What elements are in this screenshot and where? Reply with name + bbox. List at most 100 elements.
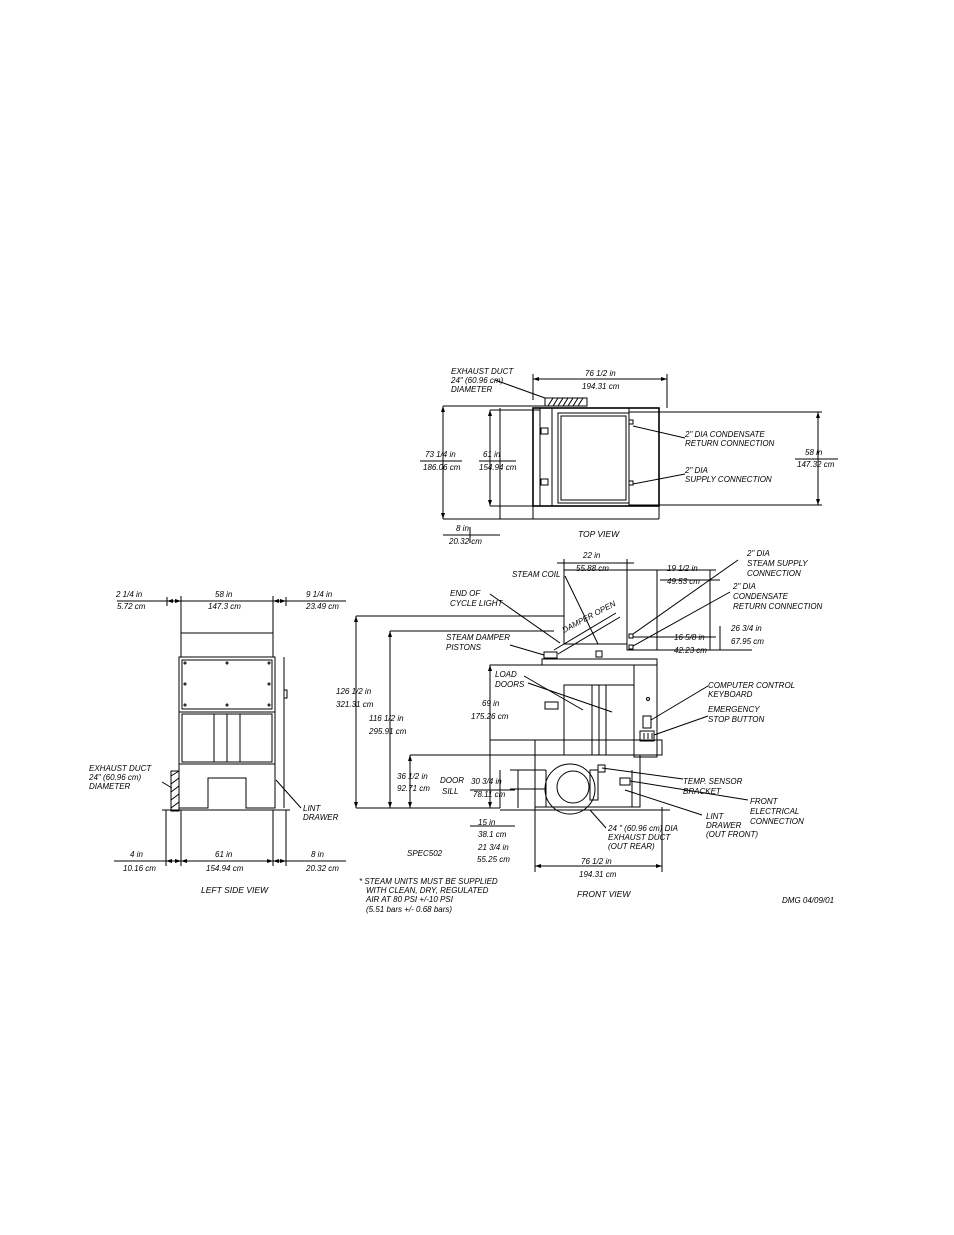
note-line-3: AIR AT 80 PSI +/-10 PSI bbox=[365, 895, 454, 904]
top-width-in: 76 1/2 in bbox=[585, 369, 616, 378]
top-depth-right-in: 58 in bbox=[805, 448, 823, 457]
lint-3: (OUT FRONT) bbox=[706, 830, 758, 839]
pistons-1: STEAM DAMPER bbox=[446, 633, 510, 642]
computer-keyboard bbox=[642, 715, 652, 729]
front-view: 22 in 55.88 cm STEAM COIL END OF CYCLE L… bbox=[336, 549, 823, 899]
top-width-cm: 194.31 cm bbox=[582, 382, 620, 391]
steam-supply-3: CONNECTION bbox=[747, 569, 801, 578]
top-depth-total-cm: 186.06 cm bbox=[423, 463, 461, 472]
h15-in: 15 in bbox=[478, 818, 496, 827]
side-exhaust-duct bbox=[170, 770, 180, 812]
top-return-conn-1: 2" DIA CONDENSATE bbox=[684, 430, 765, 439]
side-bot-mid-cm: 154.94 cm bbox=[206, 864, 244, 873]
side-bot-right-in: 8 in bbox=[311, 850, 324, 859]
h30-in: 30 3/4 in bbox=[471, 777, 502, 786]
top-view-coil bbox=[557, 412, 630, 504]
h30-cm: 78.11 cm bbox=[473, 790, 506, 799]
d26-cm: 67.95 cm bbox=[731, 637, 764, 646]
h36-in: 36 1/2 in bbox=[397, 772, 428, 781]
end-cycle-2: CYCLE LIGHT bbox=[450, 599, 504, 608]
top-exhaust-label-2: 24" (60.96 cm) bbox=[450, 376, 504, 385]
cond-return-2: CONDENSATE bbox=[733, 592, 789, 601]
top-view-coil-inner bbox=[560, 415, 627, 501]
lint-2: DRAWER bbox=[706, 821, 742, 830]
emergency-stop bbox=[639, 730, 655, 742]
d16-cm: 42.23 cm bbox=[674, 646, 707, 655]
side-bot-left-cm: 10.16 cm bbox=[123, 864, 156, 873]
front-elec-3: CONNECTION bbox=[750, 817, 804, 826]
computer-1: COMPUTER CONTROL bbox=[708, 681, 795, 690]
h21-in: 21 3/4 in bbox=[477, 843, 509, 852]
spec-code: SPEC502 bbox=[407, 849, 443, 858]
d26-in: 26 3/4 in bbox=[730, 624, 762, 633]
h116-in: 116 1/2 in bbox=[369, 714, 404, 723]
side-bot-left-in: 4 in bbox=[130, 850, 143, 859]
side-top-mid-in: 58 in bbox=[215, 590, 233, 599]
note-line-4: (5.51 bars +/- 0.68 bars) bbox=[366, 905, 452, 914]
top-view-caption: TOP VIEW bbox=[578, 529, 620, 539]
door-sill-1: DOOR bbox=[440, 776, 464, 785]
h126-in: 126 1/2 in bbox=[336, 687, 372, 696]
side-bot-right-cm: 20.32 cm bbox=[305, 864, 339, 873]
top-supply-conn-2: SUPPLY CONNECTION bbox=[685, 475, 772, 484]
side-bot-mid-in: 61 in bbox=[215, 850, 233, 859]
d19-in: 19 1/2 in bbox=[667, 564, 698, 573]
lint-1: LINT bbox=[706, 812, 724, 821]
drawn-by: DMG 04/09/01 bbox=[782, 896, 834, 905]
front-width-cm: 194.31 cm bbox=[579, 870, 617, 879]
h21-cm: 55.25 cm bbox=[477, 855, 510, 864]
pistons-2: PISTONS bbox=[446, 643, 482, 652]
end-cycle-1: END OF bbox=[450, 589, 481, 598]
emergency-1: EMERGENCY bbox=[708, 705, 760, 714]
steam-supply-2: STEAM SUPPLY bbox=[747, 559, 808, 568]
side-top-left-cm: 5.72 cm bbox=[117, 602, 146, 611]
h126-cm: 321.31 cm bbox=[336, 700, 374, 709]
front-top-w-cm: 55.88 cm bbox=[576, 564, 609, 573]
top-return-conn-2: RETURN CONNECTION bbox=[685, 439, 775, 448]
top-exhaust-duct bbox=[544, 397, 588, 407]
d16-in: 16 5/8 in bbox=[674, 633, 705, 642]
top-offset-in: 8 in bbox=[456, 524, 469, 533]
front-width-in: 76 1/2 in bbox=[581, 857, 612, 866]
h69-in: 69 in bbox=[482, 699, 500, 708]
temp-2: BRACKET bbox=[683, 787, 722, 796]
exhaust-1: 24 " (60.96 cm) DIA bbox=[607, 824, 678, 833]
top-supply-conn-1: 2" DIA bbox=[684, 466, 708, 475]
side-top-left-in: 2 1/4 in bbox=[115, 590, 143, 599]
top-view-body bbox=[532, 407, 660, 507]
front-top-stack bbox=[563, 569, 628, 645]
side-lint-2: DRAWER bbox=[303, 813, 339, 822]
side-top-right-in: 9 1/4 in bbox=[306, 590, 333, 599]
note-line-2: WITH CLEAN, DRY, REGULATED bbox=[366, 886, 489, 895]
exhaust-3: (OUT REAR) bbox=[608, 842, 655, 851]
h69-cm: 175.26 cm bbox=[471, 712, 509, 721]
top-exhaust-label-3: DIAMETER bbox=[451, 385, 493, 394]
computer-2: KEYBOARD bbox=[708, 690, 753, 699]
top-offset-cm: 20.32 cm bbox=[448, 537, 482, 546]
left-side-view: 2 1/4 in 5.72 cm 58 in 147.3 cm 9 1/4 in… bbox=[88, 590, 346, 895]
side-lint-1: LINT bbox=[303, 804, 321, 813]
top-depth-total-in: 73 1/4 in bbox=[425, 450, 456, 459]
h36-cm: 92.71 cm bbox=[397, 784, 430, 793]
cond-return-1: 2" DIA bbox=[732, 582, 756, 591]
h15-cm: 38.1 cm bbox=[478, 830, 507, 839]
top-depth-body-in: 61 in bbox=[483, 450, 501, 459]
side-view-caption: LEFT SIDE VIEW bbox=[201, 885, 269, 895]
damper-piston bbox=[543, 651, 558, 659]
side-exhaust-2: 24" (60.96 cm) bbox=[88, 773, 142, 782]
h116-cm: 295.91 cm bbox=[368, 727, 407, 736]
emergency-2: STOP BUTTON bbox=[708, 715, 765, 724]
top-depth-right-cm: 147.32 cm bbox=[797, 460, 835, 469]
steam-supply-1: 2" DIA bbox=[746, 549, 770, 558]
load-doors-2: DOORS bbox=[495, 680, 525, 689]
cond-return-3: RETURN CONNECTION bbox=[733, 602, 823, 611]
front-elec-1: FRONT bbox=[750, 797, 779, 806]
note-line-1: * STEAM UNITS MUST BE SUPPLIED bbox=[359, 877, 498, 886]
steam-coil-label: STEAM COIL bbox=[512, 570, 560, 579]
temp-1: TEMP. SENSOR bbox=[683, 777, 743, 786]
side-exhaust-3: DIAMETER bbox=[89, 782, 131, 791]
d19-cm: 49.53 cm bbox=[667, 577, 700, 586]
exhaust-2: EXHAUST DUCT bbox=[608, 833, 671, 842]
front-top-w-in: 22 in bbox=[582, 551, 601, 560]
